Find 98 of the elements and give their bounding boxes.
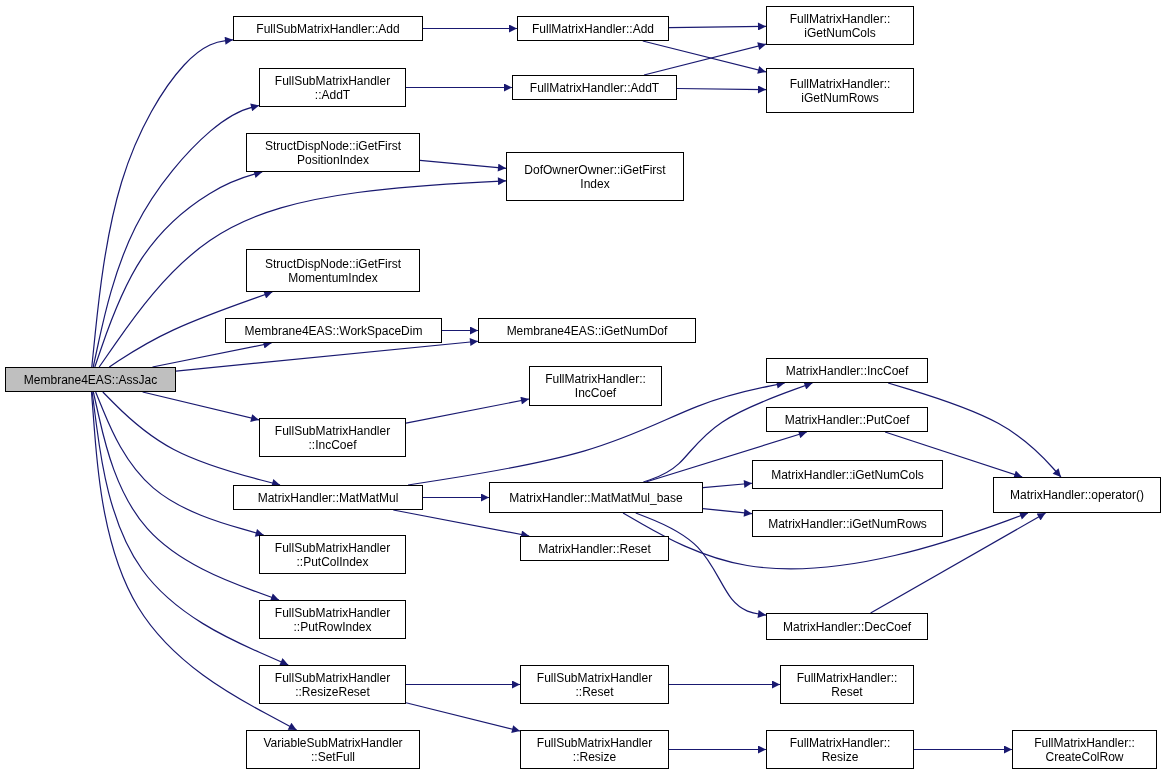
function-box bbox=[766, 407, 928, 432]
call-arrow bbox=[422, 493, 490, 502]
function-box bbox=[246, 730, 420, 769]
function-name: Membrane4EAS::iGetNumDof bbox=[506, 323, 668, 338]
function-name: FullMatrixHandler:: IncCoef bbox=[544, 372, 647, 400]
function-box bbox=[259, 68, 406, 107]
function-name: StructDispNode::iGetFirst MomentumIndex bbox=[263, 256, 402, 285]
function-box bbox=[233, 485, 423, 510]
call-arrow bbox=[887, 382, 1062, 478]
call-arrow bbox=[405, 702, 521, 733]
call-arrow bbox=[91, 391, 289, 666]
call-arrow bbox=[702, 480, 753, 489]
call-arrow bbox=[668, 22, 767, 31]
function-name: StructDispNode::iGetFirst PositionIndex bbox=[263, 138, 402, 167]
function-name: MatrixHandler::MatMatMul bbox=[257, 490, 399, 505]
call-arrow bbox=[622, 512, 1029, 570]
call-arrow bbox=[676, 85, 767, 94]
call-arrow bbox=[102, 391, 281, 487]
function-box bbox=[506, 152, 684, 201]
function-box bbox=[766, 730, 914, 769]
function-box bbox=[766, 613, 928, 640]
function-name: Membrane4EAS::AssJac bbox=[23, 372, 158, 387]
call-arrow bbox=[92, 103, 260, 368]
call-arrow bbox=[441, 326, 479, 335]
function-name: MatrixHandler::IncCoef bbox=[785, 363, 909, 378]
call-arrow bbox=[913, 745, 1013, 754]
call-arrow bbox=[405, 396, 530, 424]
function-box bbox=[517, 16, 669, 41]
function-box bbox=[766, 68, 914, 113]
function-name: DofOwnerOwner::iGetFirst Index bbox=[523, 162, 667, 191]
function-name: FullSubMatrixHandler::Add bbox=[256, 21, 400, 36]
call-arrow bbox=[668, 745, 767, 754]
function-box bbox=[259, 418, 406, 457]
call-arrow bbox=[95, 391, 265, 537]
function-name: MatrixHandler::operator() bbox=[1009, 488, 1144, 502]
function-name: MatrixHandler::DecCoef bbox=[782, 619, 911, 634]
call-arrow bbox=[422, 24, 518, 33]
function-name: Membrane4EAS::WorkSpaceDim bbox=[244, 323, 423, 338]
function-name: FullMatrixHandler::Add bbox=[531, 21, 654, 36]
function-box bbox=[780, 665, 914, 704]
function-box bbox=[259, 600, 406, 639]
function-box bbox=[993, 477, 1161, 513]
function-name: FullMatrixHandler:: iGetNumRows bbox=[788, 76, 892, 105]
function-box bbox=[225, 318, 442, 343]
call-arrow bbox=[642, 381, 813, 483]
function-name: FullSubMatrixHandler ::Resize bbox=[535, 735, 654, 764]
function-box bbox=[5, 367, 176, 392]
call-arrow bbox=[92, 391, 280, 601]
function-name: MatrixHandler::PutCoef bbox=[784, 412, 910, 427]
call-arrow bbox=[635, 512, 767, 618]
function-box bbox=[766, 358, 928, 383]
call-arrow bbox=[98, 177, 507, 368]
function-box bbox=[529, 366, 662, 406]
call-arrow bbox=[142, 391, 260, 422]
call-arrow bbox=[702, 507, 753, 517]
function-name: MatrixHandler::MatMatMul_base bbox=[509, 490, 683, 505]
call-arrow bbox=[90, 391, 298, 731]
function-name: FullMatrixHandler:: CreateColRow bbox=[1033, 735, 1136, 764]
function-name: FullSubMatrixHandler ::Reset bbox=[535, 670, 654, 699]
function-box bbox=[478, 318, 696, 343]
call-arrow bbox=[668, 680, 781, 689]
call-arrow bbox=[419, 159, 507, 172]
call-arrow bbox=[870, 512, 1047, 614]
call-arrow bbox=[645, 430, 808, 483]
function-name: FullMatrixHandler:: Resize bbox=[788, 735, 892, 764]
function-name: MatrixHandler::iGetNumRows bbox=[768, 516, 927, 531]
function-box bbox=[752, 460, 943, 489]
function-box bbox=[246, 133, 420, 172]
call-arrow bbox=[884, 431, 1023, 479]
call-arrow bbox=[108, 290, 273, 368]
function-name: VariableSubMatrixHandler ::SetFull bbox=[262, 735, 404, 764]
function-name: FullMatrixHandler::AddT bbox=[529, 80, 660, 95]
call-arrow bbox=[94, 170, 263, 368]
function-box bbox=[489, 482, 703, 513]
function-box bbox=[246, 249, 420, 292]
function-name: FullSubMatrixHandler ::PutRowIndex bbox=[273, 605, 392, 634]
function-name: MatrixHandler::iGetNumCols bbox=[771, 467, 924, 482]
function-box bbox=[766, 6, 914, 45]
function-box bbox=[752, 510, 943, 537]
function-name: FullMatrixHandler:: iGetNumCols bbox=[788, 11, 892, 40]
function-box bbox=[520, 730, 669, 769]
function-box bbox=[259, 665, 406, 704]
function-name: FullSubMatrixHandler ::ResizeReset bbox=[273, 670, 392, 699]
function-box bbox=[520, 536, 669, 561]
function-box bbox=[520, 665, 669, 704]
function-box bbox=[259, 535, 406, 574]
function-box bbox=[1012, 730, 1157, 769]
function-name: FullMatrixHandler:: Reset bbox=[795, 670, 899, 699]
function-box bbox=[233, 16, 423, 41]
function-name: FullSubMatrixHandler ::AddT bbox=[273, 73, 392, 102]
function-box bbox=[512, 75, 677, 100]
function-name: MatrixHandler::Reset bbox=[538, 541, 651, 556]
call-arrow bbox=[405, 680, 521, 689]
function-name: FullSubMatrixHandler ::IncCoef bbox=[273, 423, 392, 452]
call-arrow bbox=[175, 338, 479, 372]
call-arrow bbox=[91, 36, 234, 368]
call-arrow bbox=[405, 83, 513, 92]
function-name: FullSubMatrixHandler ::PutColIndex bbox=[273, 540, 392, 569]
